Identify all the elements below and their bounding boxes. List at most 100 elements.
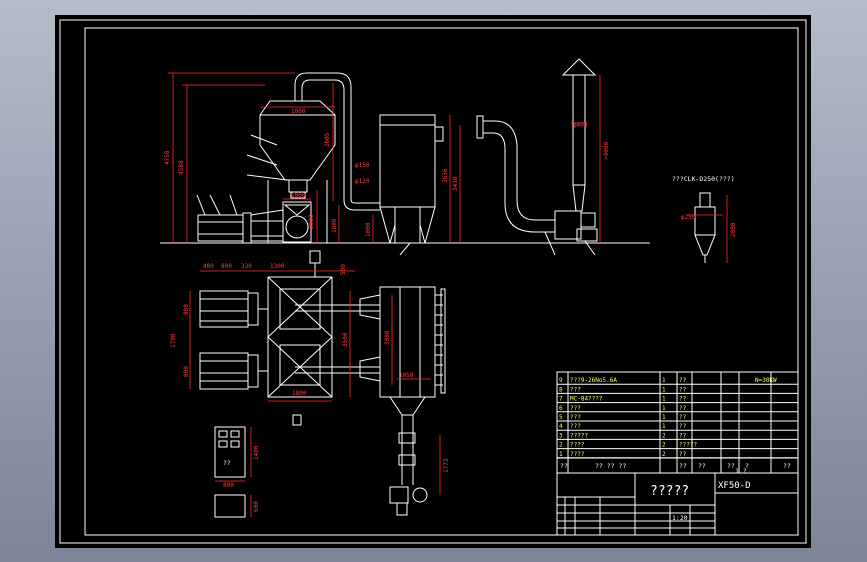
fan-casing <box>282 201 312 243</box>
bom-cell-name: ??? <box>570 414 581 421</box>
cyclone-label: ???CLK-D250(???) <box>672 175 735 183</box>
bom-header-note: ?? <box>783 462 791 470</box>
bom-cell-qty: 2 <box>662 432 666 439</box>
dim-base-c: 1000 <box>365 222 372 237</box>
dim-filter-a: 3636 <box>442 168 449 183</box>
plan-hopper <box>267 276 333 398</box>
bom-cell-name: ????? <box>570 432 588 439</box>
dim-base-a: 2000 <box>308 214 315 229</box>
bom-cell-name: MC-84???? <box>570 396 603 403</box>
bom-cell-mat: ?? <box>679 451 687 458</box>
dim-cyc-height: 2000 <box>730 222 737 237</box>
dim-box-h: 600 <box>253 501 260 512</box>
dim-plan-w4: 1300 <box>270 263 285 270</box>
fan-wheel <box>285 215 309 239</box>
cyclone-detail: ???CLK-D250(???) φ250 2000 <box>672 175 737 263</box>
filter-hopper <box>379 206 436 244</box>
panel-label: ?? <box>223 459 231 467</box>
title-block: ????? XF50-D 1:20 <box>557 473 798 535</box>
dim-cyc-d250: φ250 <box>681 214 696 221</box>
dim-plan-w3: 330 <box>241 263 252 270</box>
bom-subheader: 1 ? <box>735 467 747 475</box>
bom-cell-qty: 2 <box>662 442 666 449</box>
filter-bags <box>435 288 446 394</box>
elbow-pipe <box>483 120 555 221</box>
dim-plan-h4: 3500 <box>342 332 349 347</box>
bom-cell-no: 3 <box>559 432 563 439</box>
bom-header-qty: ?? <box>679 462 687 470</box>
bom-header-mat: ?? <box>698 462 706 470</box>
dim-panel-w: 800 <box>223 482 234 489</box>
bom-cell-no: 6 <box>559 405 563 412</box>
filter-body <box>379 114 436 208</box>
panel-body <box>214 426 246 478</box>
bom-header-weight2: ? <box>745 462 749 470</box>
dim-plan-w2: 800 <box>221 263 232 270</box>
bom-cell-name: ???? <box>570 442 585 449</box>
drawing-title: ????? <box>650 484 689 499</box>
bom-cell-note: N=30KW <box>755 377 777 384</box>
dim-base-b: 1800 <box>331 218 338 233</box>
panel-box <box>214 494 246 518</box>
dim-pipe-d150: φ150 <box>355 162 370 169</box>
plan-view: 400 800 330 1300 500 800 1700 800 3500 1… <box>170 250 450 516</box>
dim-stack-d400: φ400 <box>573 122 588 129</box>
rotary-valve <box>288 179 308 193</box>
bom-cell-mat: ?? <box>679 386 687 393</box>
bom-cell-no: 4 <box>559 423 563 430</box>
dim-plan-w1: 400 <box>203 263 214 270</box>
bom-cell-name: ??? <box>570 423 581 430</box>
top-pipe <box>294 72 352 200</box>
plan-exhaust-fan <box>412 487 428 503</box>
bom-cell-qty: 1 <box>662 386 666 393</box>
dim-stack-height: >9000 <box>603 142 610 160</box>
bom-header: ?? ?? ?? ?? ?? ?? ?? ? ?? 1 ? <box>557 457 798 475</box>
stack-cap <box>561 58 597 76</box>
bom-cell-qty: 2 <box>662 451 666 458</box>
bom-cell-mat: ?? <box>679 396 687 403</box>
bom-cell-name: ???9-26No5.6A <box>570 377 617 384</box>
bom-cell-no: 2 <box>559 442 563 449</box>
dim-fan-width: 1000 <box>291 192 306 199</box>
bom-cell-qty: 1 <box>662 414 666 421</box>
bom-cell-qty: 1 <box>662 377 666 384</box>
bom-cell-mat: ?? <box>679 405 687 412</box>
dim-hopper-width: 1800 <box>291 108 306 115</box>
dim-pipe-rise: 2605 <box>324 132 331 147</box>
dim-front-total: 4758 <box>164 150 171 165</box>
bom-cell-mat: ?? <box>679 377 687 384</box>
bom-cell-qty: 1 <box>662 405 666 412</box>
dim-plan-h3: 800 <box>183 366 190 377</box>
dim-plan-h1: 800 <box>183 304 190 315</box>
bom-header-name: ?? ?? ?? <box>595 462 626 470</box>
dim-pipe-d120: φ120 <box>355 178 370 185</box>
dim-panel-h: 1400 <box>253 445 260 460</box>
dim-plan-w5: 500 <box>340 264 347 275</box>
bom-cell-name: ??? <box>570 386 581 393</box>
bom-cell-qty: 1 <box>662 396 666 403</box>
control-panel: ?? 1400 800 600 <box>214 426 260 518</box>
dim-filter-b: 3410 <box>452 176 459 191</box>
drawing-scale: 1:20 <box>672 514 688 522</box>
bom-header-no: ?? <box>560 462 568 470</box>
bom-cell-no: 7 <box>559 396 563 403</box>
dim-duct-len: 1773 <box>443 458 450 473</box>
outer-frame <box>59 19 807 544</box>
bom-cell-mat: ?? <box>679 432 687 439</box>
bom-table: 9 ???9-26No5.6A 1?? N=30KW 8??? 1?? 7 MC-84????… <box>556 371 799 536</box>
bom-cell-no: 8 <box>559 386 563 393</box>
bom-cell-no: 1 <box>559 451 563 458</box>
dim-front-upper: 4588 <box>178 160 185 175</box>
cad-drawing: 4758 4588 1800 2605 φ150 φ120 2000 1800 … <box>59 19 807 544</box>
plan-cylinder-top <box>199 290 249 328</box>
dim-filter-plan-w: 1050 <box>399 372 414 379</box>
inner-frame <box>84 27 799 536</box>
inlet-cylinder <box>197 214 244 242</box>
bom-cell-mat: ?? <box>679 414 687 421</box>
bom-cell-qty: 1 <box>662 423 666 430</box>
bom-cell-mat: ?? <box>679 423 687 430</box>
bom-cell-mat: ????? <box>679 442 697 449</box>
bom-cell-no: 9 <box>559 377 563 384</box>
dim-plan-w6: 1800 <box>292 390 307 397</box>
drawing-sheet: 4758 4588 1800 2605 φ150 φ120 2000 1800 … <box>55 15 811 548</box>
